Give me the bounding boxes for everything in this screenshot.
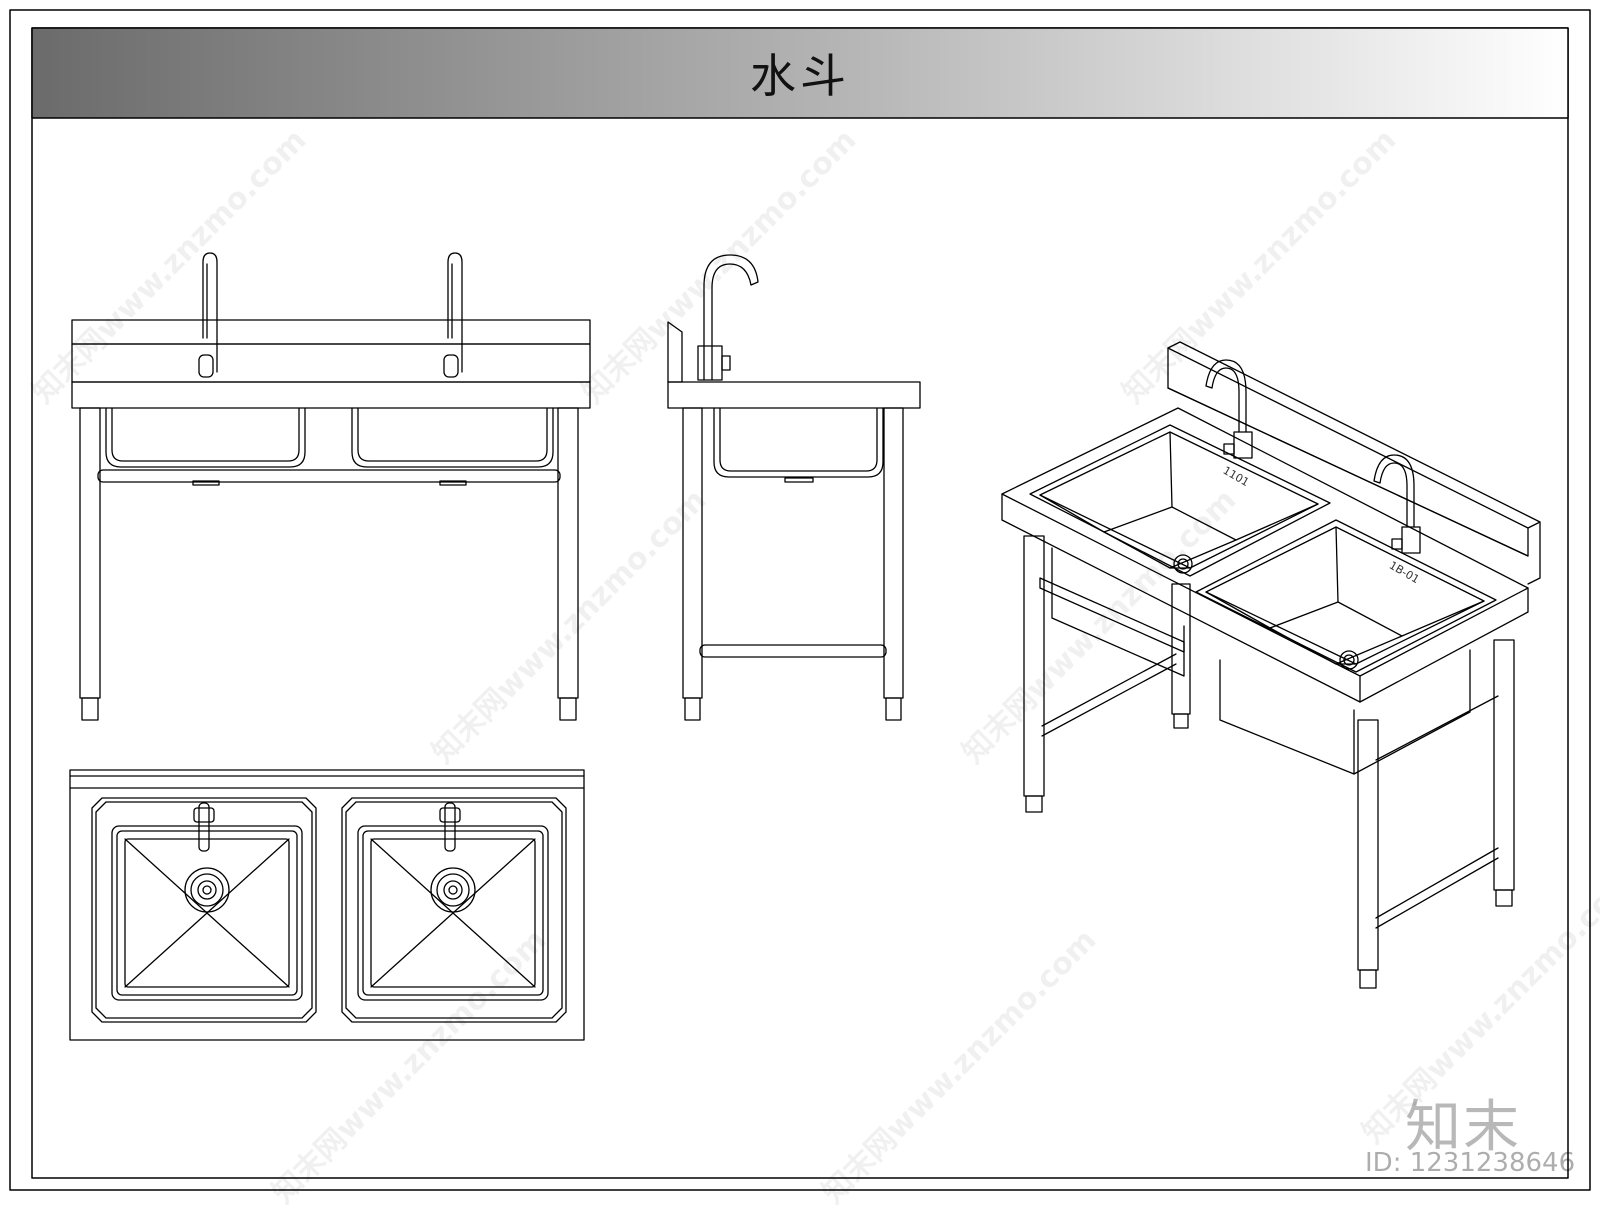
side-elevation	[667, 254, 921, 721]
outer-frame	[9, 9, 1591, 1191]
brand-logo: 知末	[1405, 1095, 1521, 1160]
page-title: 水斗	[750, 49, 850, 103]
inner-frame	[31, 27, 1569, 1179]
front-elevation	[71, 252, 591, 721]
title-bar	[31, 27, 1569, 119]
isometric-view	[1001, 341, 1541, 989]
top-plan	[69, 769, 585, 1041]
brand-id: ID: 1231238646	[1365, 1148, 1576, 1178]
